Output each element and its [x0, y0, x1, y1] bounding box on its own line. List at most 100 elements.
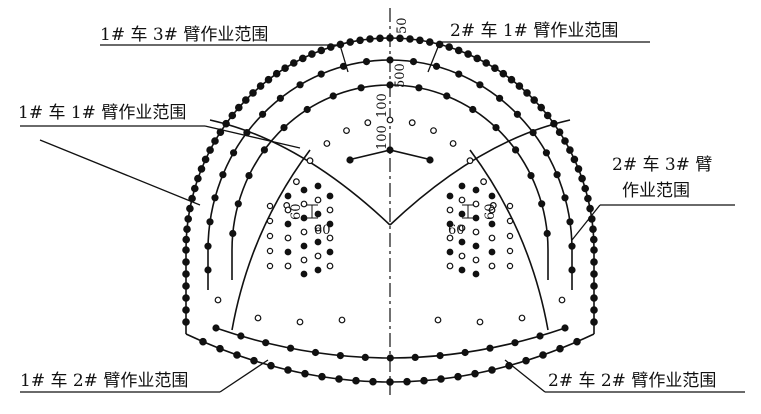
lifter-hole — [434, 316, 442, 324]
buffer-hole — [568, 266, 576, 274]
buffer-hole — [553, 171, 561, 179]
floor-hole — [511, 339, 519, 347]
perimeter-hole — [182, 294, 190, 302]
lifter-hole — [296, 318, 304, 326]
auxiliary-hole — [415, 84, 423, 92]
floor-hole — [436, 352, 444, 360]
auxiliary-hole — [303, 105, 311, 114]
perimeter-hole — [366, 35, 374, 43]
perimeter-hole — [228, 111, 237, 120]
perimeter-hole — [589, 235, 598, 244]
perimeter-hole — [590, 306, 598, 314]
cut-hole — [488, 192, 496, 200]
inner-hole — [386, 116, 394, 124]
lifter-hole — [214, 296, 222, 304]
perimeter-hole — [454, 46, 463, 55]
inner-hole — [466, 157, 474, 165]
auxiliary-hole — [492, 123, 500, 132]
cut-hole — [314, 182, 322, 190]
perimeter-hole — [182, 318, 190, 326]
floor-hole — [262, 339, 270, 347]
perimeter-hole — [317, 46, 326, 55]
cut-hole — [458, 252, 466, 260]
dim-100-b: 100 — [375, 125, 390, 150]
cut-hole — [300, 200, 308, 208]
auxiliary-hole — [538, 200, 546, 208]
cut-hole — [314, 224, 322, 232]
buffer-hole — [243, 129, 251, 137]
cut-hole — [472, 242, 480, 250]
perimeter-hole — [584, 194, 592, 203]
inner-hole — [364, 119, 372, 127]
cut-hole — [446, 206, 454, 214]
auxiliary-hole — [329, 92, 337, 100]
perimeter-hole — [539, 351, 547, 359]
dim-100-a: 100 — [375, 93, 390, 118]
inner-hole — [430, 127, 437, 135]
cut-hole — [300, 242, 308, 250]
cut-hole — [446, 262, 454, 270]
dim-60-left-v: 60 — [289, 203, 304, 220]
auxiliary-hole — [357, 84, 365, 92]
center-hole — [386, 146, 394, 154]
buffer-hole — [386, 56, 394, 64]
perimeter-hole — [590, 282, 598, 290]
center-hole — [346, 156, 354, 164]
cut-hole — [506, 262, 514, 270]
perimeter-hole — [555, 128, 564, 137]
perimeter-hole — [445, 43, 454, 51]
cut-hole — [314, 210, 322, 218]
cut-hole — [300, 270, 308, 278]
perimeter-hole — [590, 318, 598, 326]
perimeter-hole — [522, 356, 530, 365]
auxiliary-hole — [469, 105, 477, 114]
perimeter-hole — [335, 375, 343, 383]
perimeter-hole — [182, 282, 190, 290]
cut-hole — [488, 248, 496, 256]
cut-hole — [472, 214, 480, 222]
perimeter-hole — [184, 215, 193, 223]
cut-hole — [314, 266, 322, 274]
buffer-hole — [204, 242, 212, 250]
cut-hole — [266, 262, 274, 270]
perimeter-hole — [211, 137, 219, 145]
cut-hole — [284, 234, 292, 242]
cut-hole — [284, 262, 292, 270]
perimeter-hole — [586, 204, 594, 213]
perimeter-hole — [206, 146, 214, 154]
label-car2-arm3-line2: 作业范围 — [622, 181, 690, 201]
buffer-hole — [529, 129, 537, 137]
auxiliary-hole — [511, 146, 520, 154]
label-car2-arm2: 2# 车 2# 臂作业范围 — [548, 371, 716, 391]
perimeter-hole — [284, 366, 292, 374]
cut-hole — [326, 234, 334, 242]
floor-hole — [237, 332, 245, 340]
auxiliary-hole — [260, 146, 268, 154]
perimeter-hole — [499, 69, 508, 78]
tunnel-outlines — [185, 8, 595, 395]
perimeter-hole — [346, 38, 355, 46]
cut-hole — [446, 234, 454, 242]
perimeter-hole — [289, 59, 298, 67]
perimeter-hole — [435, 40, 444, 49]
cut-hole — [284, 248, 292, 256]
auxiliary-hole — [245, 172, 253, 180]
perimeter-hole — [352, 376, 360, 385]
perimeter-hole — [182, 306, 190, 314]
cut-hole — [488, 206, 496, 214]
perimeter-hole — [566, 146, 574, 154]
perimeter-hole — [250, 356, 258, 365]
perimeter-hole — [590, 246, 598, 254]
perimeter-hole — [589, 225, 597, 234]
cut-hole — [458, 224, 466, 232]
label-car2-arm3-line1: 2# 车 3# 臂 — [612, 155, 712, 175]
cut-hole — [506, 202, 514, 210]
floor-hole — [287, 344, 295, 352]
perimeter-hole — [581, 184, 590, 193]
perimeter-hole — [587, 215, 596, 223]
arm-division-right — [389, 119, 571, 226]
inner-hole — [408, 119, 416, 127]
perimeter-hole — [301, 369, 309, 378]
cut-hole — [266, 247, 274, 255]
buffer-hole — [206, 218, 214, 226]
